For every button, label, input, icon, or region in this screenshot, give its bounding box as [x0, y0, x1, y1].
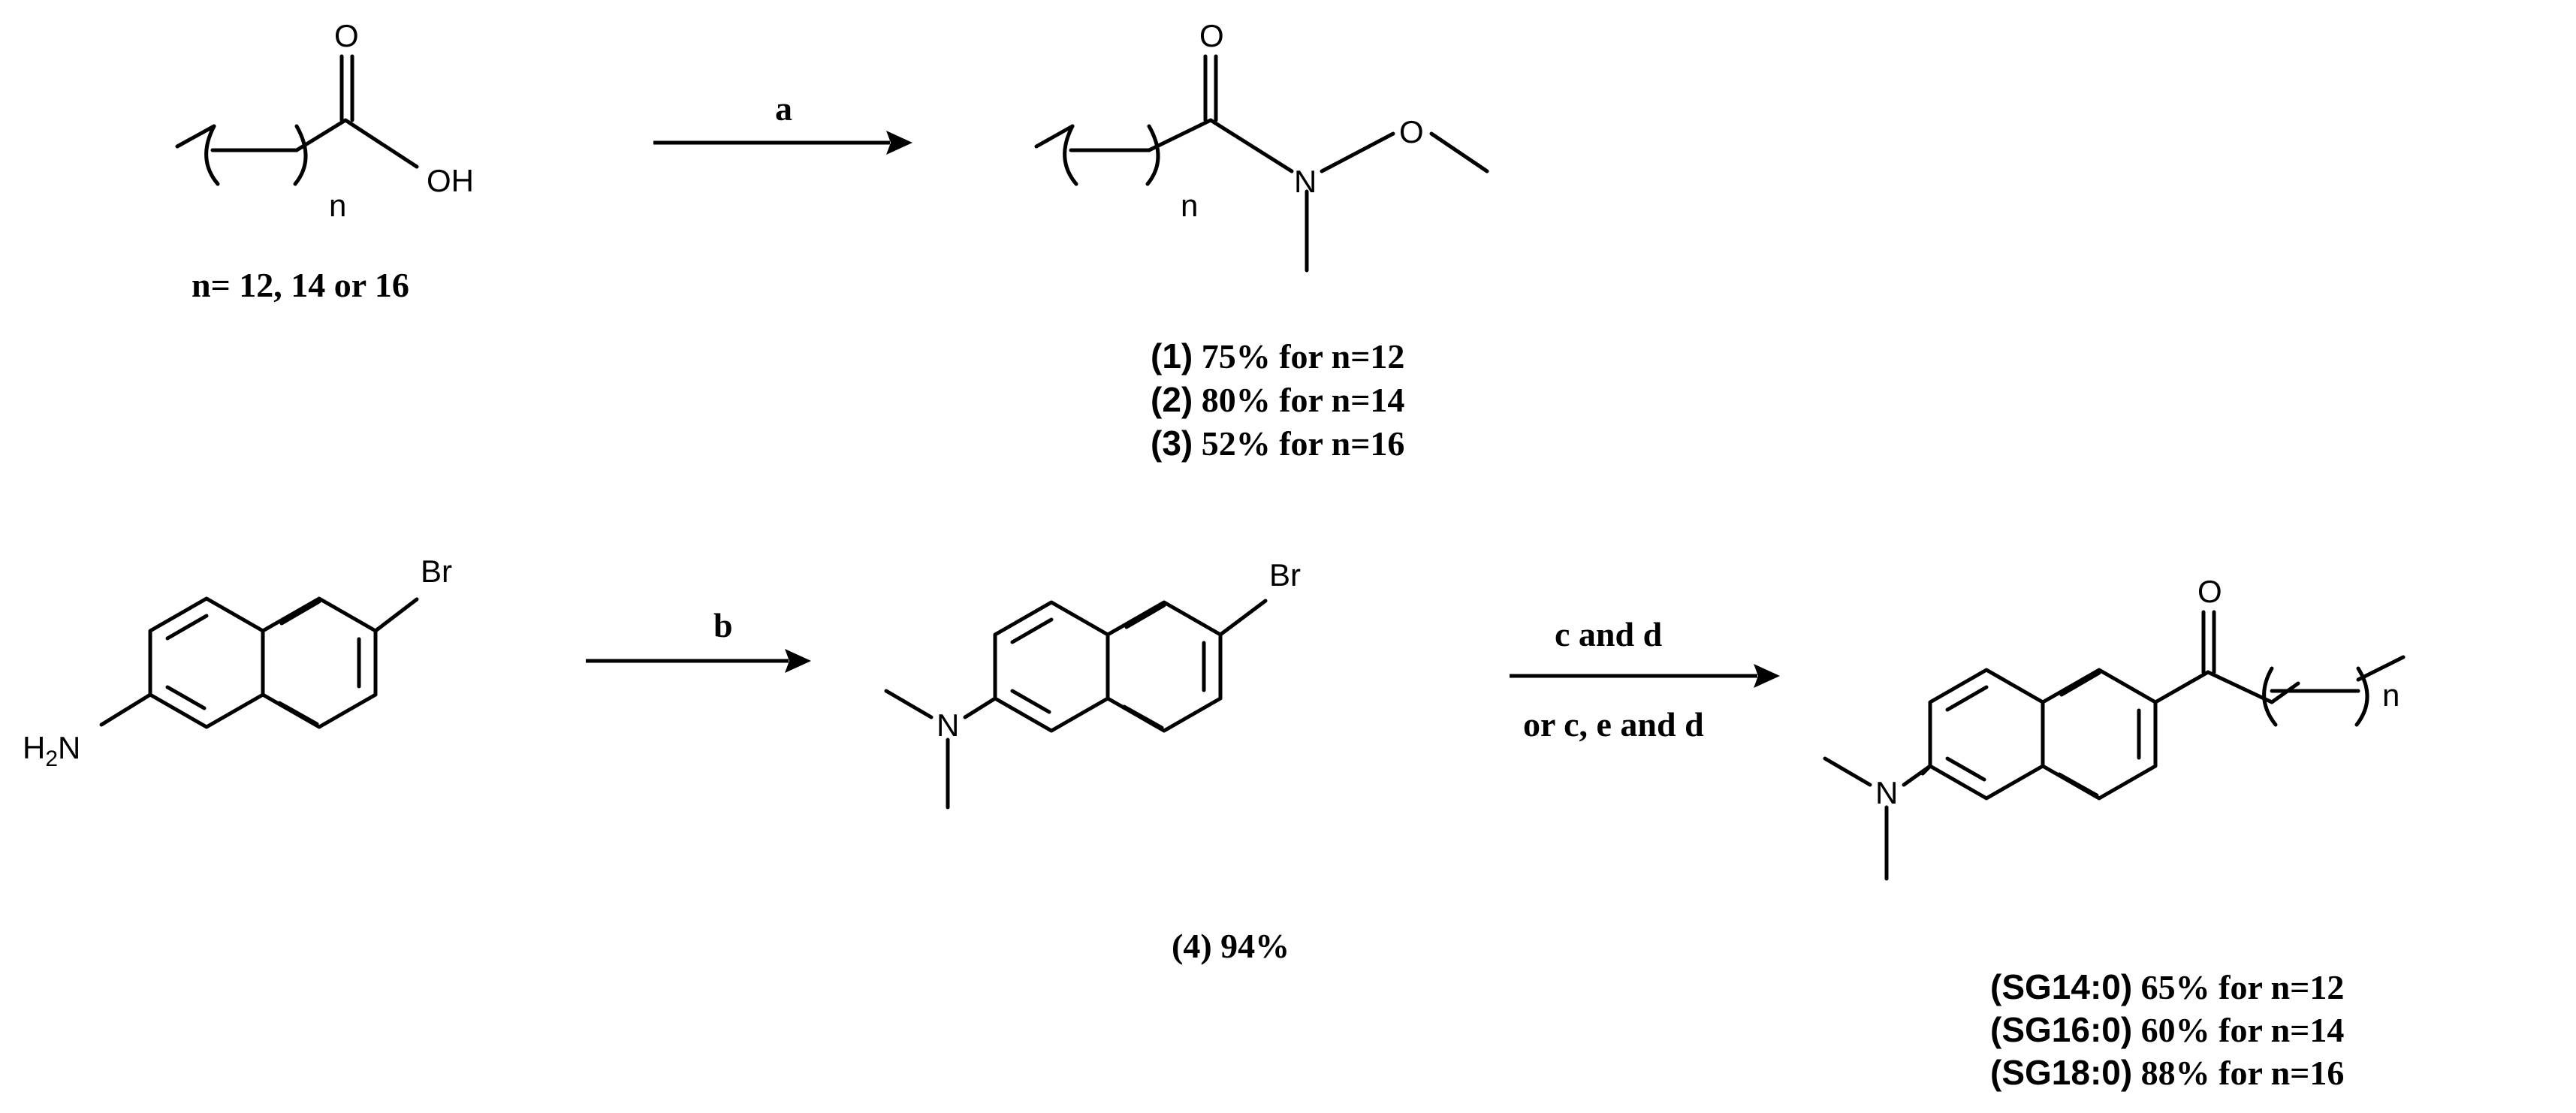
amide-nitrogen-label: N	[1294, 164, 1317, 199]
weinreb-amide-structure: O N O n	[1034, 18, 1489, 273]
compound-4-structure: Br N	[884, 557, 1301, 810]
yield-row: (3) 52% for n=16	[1151, 424, 1404, 463]
hydroxyl-label: OH	[427, 163, 474, 198]
yield-row: (SG14:0) 65% for n=12	[1990, 967, 2344, 1006]
step-ced-label: or c, e and d	[1523, 705, 1704, 744]
yield-row: (1) 75% for n=12	[1151, 336, 1404, 376]
amide-oxygen-label: O	[1199, 18, 1224, 53]
fatty-acid-structure: O OH n	[175, 18, 474, 223]
sg-product-structure: O N n	[1823, 574, 2406, 881]
weinreb-yield-list: (1) 75% for n=12 (2) 80% for n=14 (3) 52…	[1151, 336, 1404, 463]
yield-row: (2) 80% for n=14	[1151, 380, 1404, 419]
step-b-label: b	[713, 606, 733, 644]
repeat-n-label: n	[329, 188, 346, 223]
methoxy-oxygen-label: O	[1399, 114, 1424, 149]
amine-label: H2N	[23, 730, 80, 771]
bromine-label: Br	[421, 553, 452, 589]
arrow-cd	[1510, 664, 1780, 688]
step-cd-label: c and d	[1555, 615, 1663, 653]
compound-4-yield: (4) 94%	[1172, 927, 1290, 965]
arrow-b	[586, 649, 811, 673]
bromine-label: Br	[1269, 557, 1301, 593]
sg-yield-list: (SG14:0) 65% for n=12 (SG16:0) 60% for n…	[1990, 967, 2344, 1092]
ketone-oxygen-label: O	[2197, 574, 2222, 609]
dimethylamine-nitrogen-label: N	[1875, 775, 1898, 810]
arrow-a	[653, 131, 912, 155]
yield-row: (SG18:0) 88% for n=16	[1990, 1053, 2344, 1092]
carbonyl-oxygen-label: O	[334, 18, 359, 53]
dimethylamine-nitrogen-label: N	[937, 707, 959, 743]
repeat-n-label-amide: n	[1181, 188, 1198, 223]
step-a-label: a	[775, 89, 792, 128]
n-condition-label: n= 12, 14 or 16	[192, 266, 409, 304]
repeat-n-label-product: n	[2382, 677, 2400, 713]
yield-row: (SG16:0) 60% for n=14	[1990, 1010, 2344, 1049]
amino-bromonaphthalene-structure: Br H2N	[23, 553, 452, 771]
